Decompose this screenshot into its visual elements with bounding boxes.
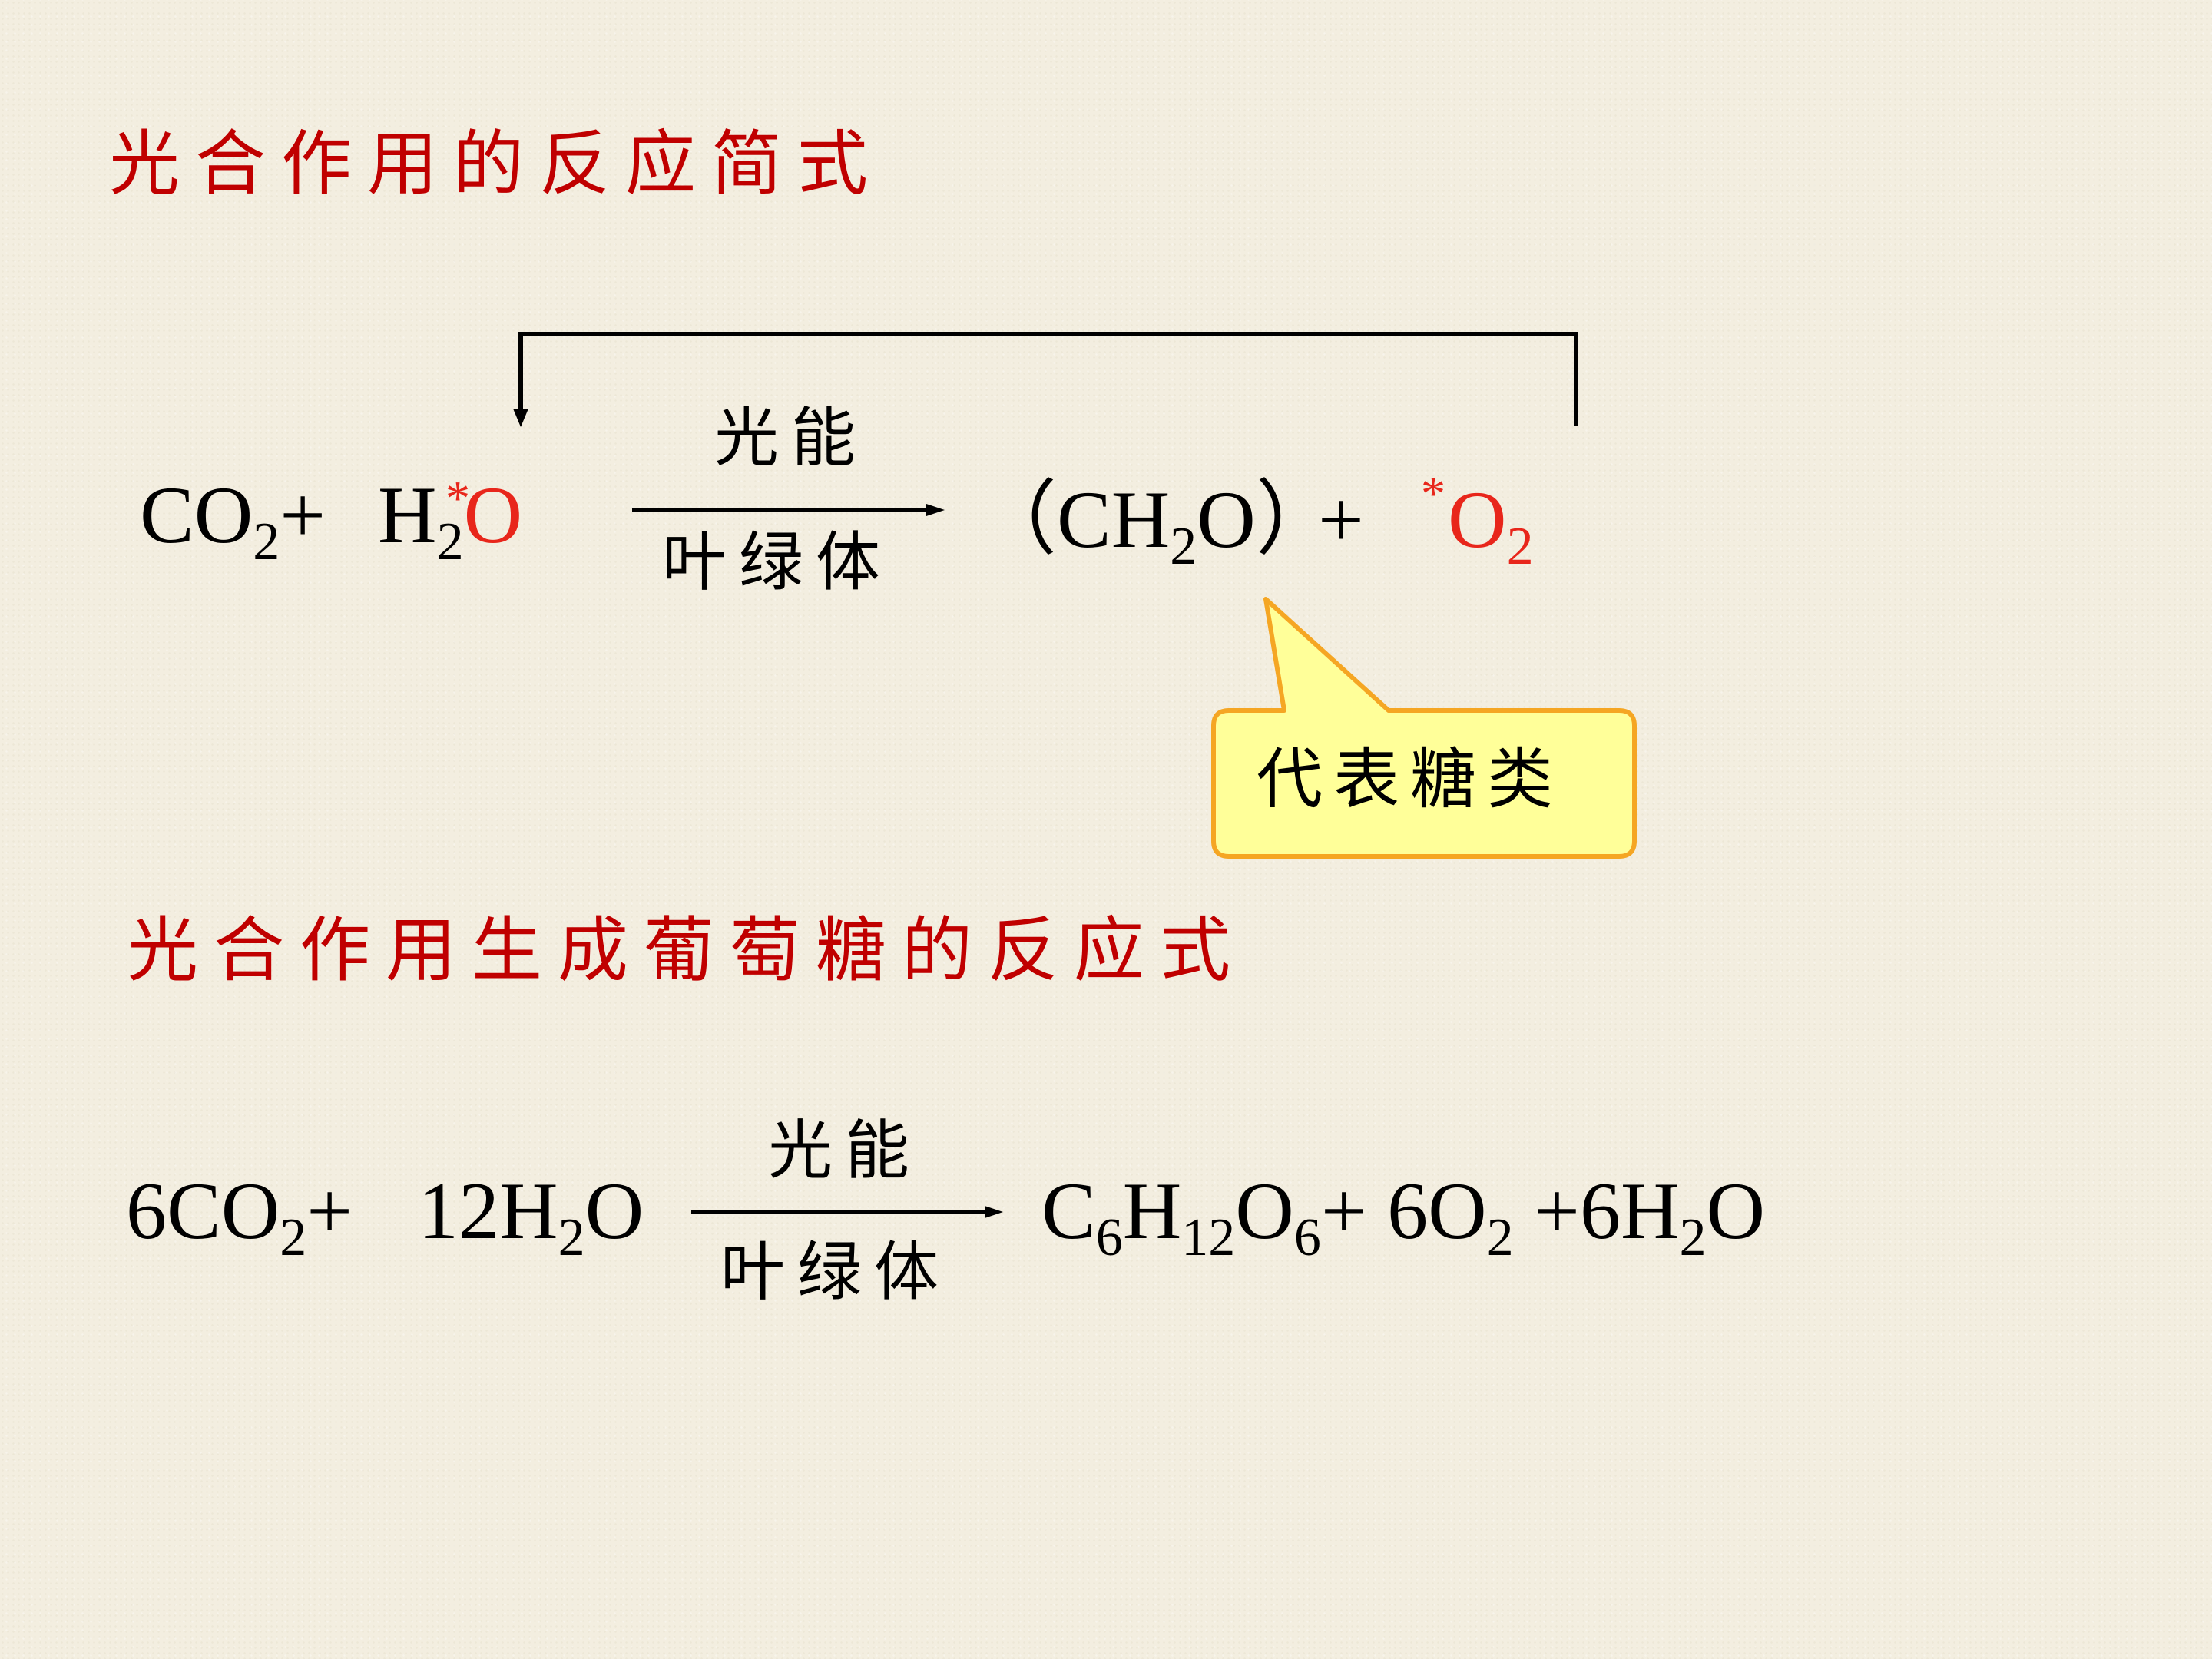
eq1-condition-light: 光能 [714, 400, 868, 475]
eq1-products: （CH2O） [975, 475, 1337, 576]
eq2-condition-chloroplast: 叶绿体 [720, 1234, 951, 1310]
eq1-plus: + [1318, 475, 1364, 565]
eq2-water: 12H2O [418, 1166, 644, 1267]
eq1-condition-chloroplast: 叶绿体 [661, 525, 892, 600]
isotope-star-marker-o2: * [1421, 466, 1445, 521]
eq1-water: H2O [378, 470, 523, 571]
labeled-oxygen-gas: O2 [1448, 475, 1534, 576]
eq2-condition-light: 光能 [767, 1113, 922, 1188]
eq2-reactants: 6CO2+ [126, 1166, 353, 1267]
isotope-star-marker: * [445, 471, 470, 525]
callout-sugar-label: 代表糖类 [1257, 741, 1564, 818]
labeled-oxygen: O [463, 470, 523, 560]
eq1-reactants: CO2+ [140, 470, 326, 571]
eq2-products: C6H12O6+ 6O2 +6H2O [1041, 1166, 1766, 1267]
heading-simple-formula: 光合作用的反应简式 [109, 123, 884, 205]
heading-glucose-formula: 光合作用生成葡萄糖的反应式 [127, 909, 1247, 992]
